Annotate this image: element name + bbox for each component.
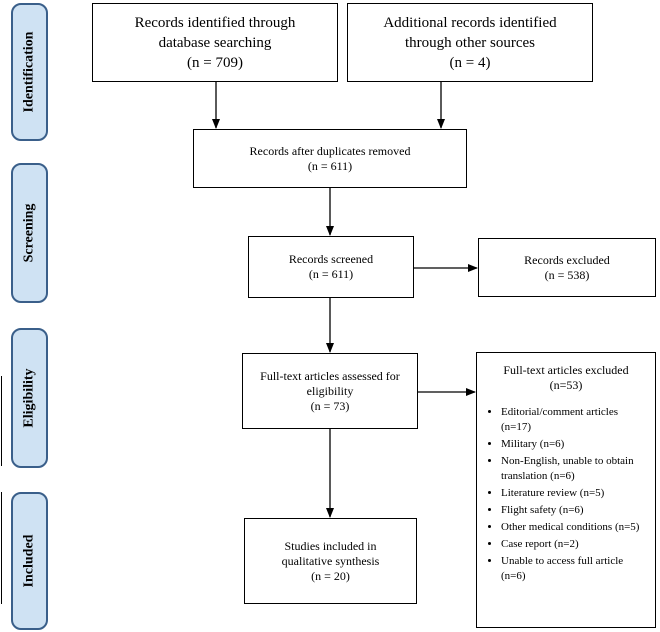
fulltext-assessed-count: (n = 73) <box>310 398 350 413</box>
other-sources-count: (n = 4) <box>449 54 491 71</box>
stage-identification: Identification <box>11 3 48 141</box>
other-sources-line1: Additional records identified <box>383 14 557 31</box>
exclusion-reason: Editorial/comment articles (n=17) <box>501 405 649 435</box>
records-excluded-box: Records excluded (n = 538) <box>478 238 656 297</box>
fulltext-excluded-box: Full-text articles excluded (n=53) Edito… <box>476 352 656 628</box>
exclusion-reason: Non-English, unable to obtain translatio… <box>501 454 649 484</box>
studies-included-line1: Studies included in <box>284 538 377 553</box>
database-search-box: Records identified through database sear… <box>92 3 338 82</box>
left-rule-lower <box>1 492 2 604</box>
fulltext-excluded-count: (n=53) <box>549 378 583 392</box>
exclusion-reason: Military (n=6) <box>501 437 649 452</box>
exclusion-reason: Unable to access full article (n=6) <box>501 554 649 584</box>
duplicates-removed-line1: Records after duplicates removed <box>249 143 411 158</box>
records-excluded-line1: Records excluded <box>524 252 610 267</box>
exclusion-reason: Literature review (n=5) <box>501 486 649 501</box>
fulltext-assessed-box: Full-text articles assessed for eligibil… <box>242 353 418 429</box>
duplicates-removed-count: (n = 611) <box>307 158 353 173</box>
duplicates-removed-box: Records after duplicates removed (n = 61… <box>193 129 467 188</box>
other-sources-box: Additional records identified through ot… <box>347 3 593 82</box>
studies-included-count: (n = 20) <box>311 568 350 583</box>
stage-screening: Screening <box>11 163 48 303</box>
fulltext-assessed-line2: eligibility <box>306 383 354 398</box>
exclusion-reasons-list: Editorial/comment articles (n=17) Milita… <box>477 405 655 584</box>
fulltext-assessed-line1: Full-text articles assessed for <box>260 368 400 383</box>
exclusion-reason: Flight safety (n=6) <box>501 503 649 518</box>
left-rule-upper <box>1 376 2 466</box>
records-screened-box: Records screened (n = 611) <box>248 236 414 298</box>
fulltext-excluded-title: Full-text articles excluded <box>503 363 629 377</box>
database-search-line1: Records identified through <box>134 14 296 31</box>
exclusion-reason: Other medical conditions (n=5) <box>501 520 649 535</box>
database-search-count: (n = 709) <box>187 54 243 71</box>
records-screened-count: (n = 611) <box>308 267 354 281</box>
other-sources-line2: through other sources <box>405 34 535 51</box>
studies-included-line2: qualitative synthesis <box>281 553 380 568</box>
records-screened-line1: Records screened <box>288 252 374 266</box>
database-search-line2: database searching <box>158 34 272 51</box>
stage-eligibility: Eligibility <box>11 328 48 468</box>
records-excluded-count: (n = 538) <box>544 267 590 282</box>
studies-included-box: Studies included in qualitative synthesi… <box>244 518 417 604</box>
exclusion-reason: Case report (n=2) <box>501 537 649 552</box>
stage-included: Included <box>11 492 48 630</box>
